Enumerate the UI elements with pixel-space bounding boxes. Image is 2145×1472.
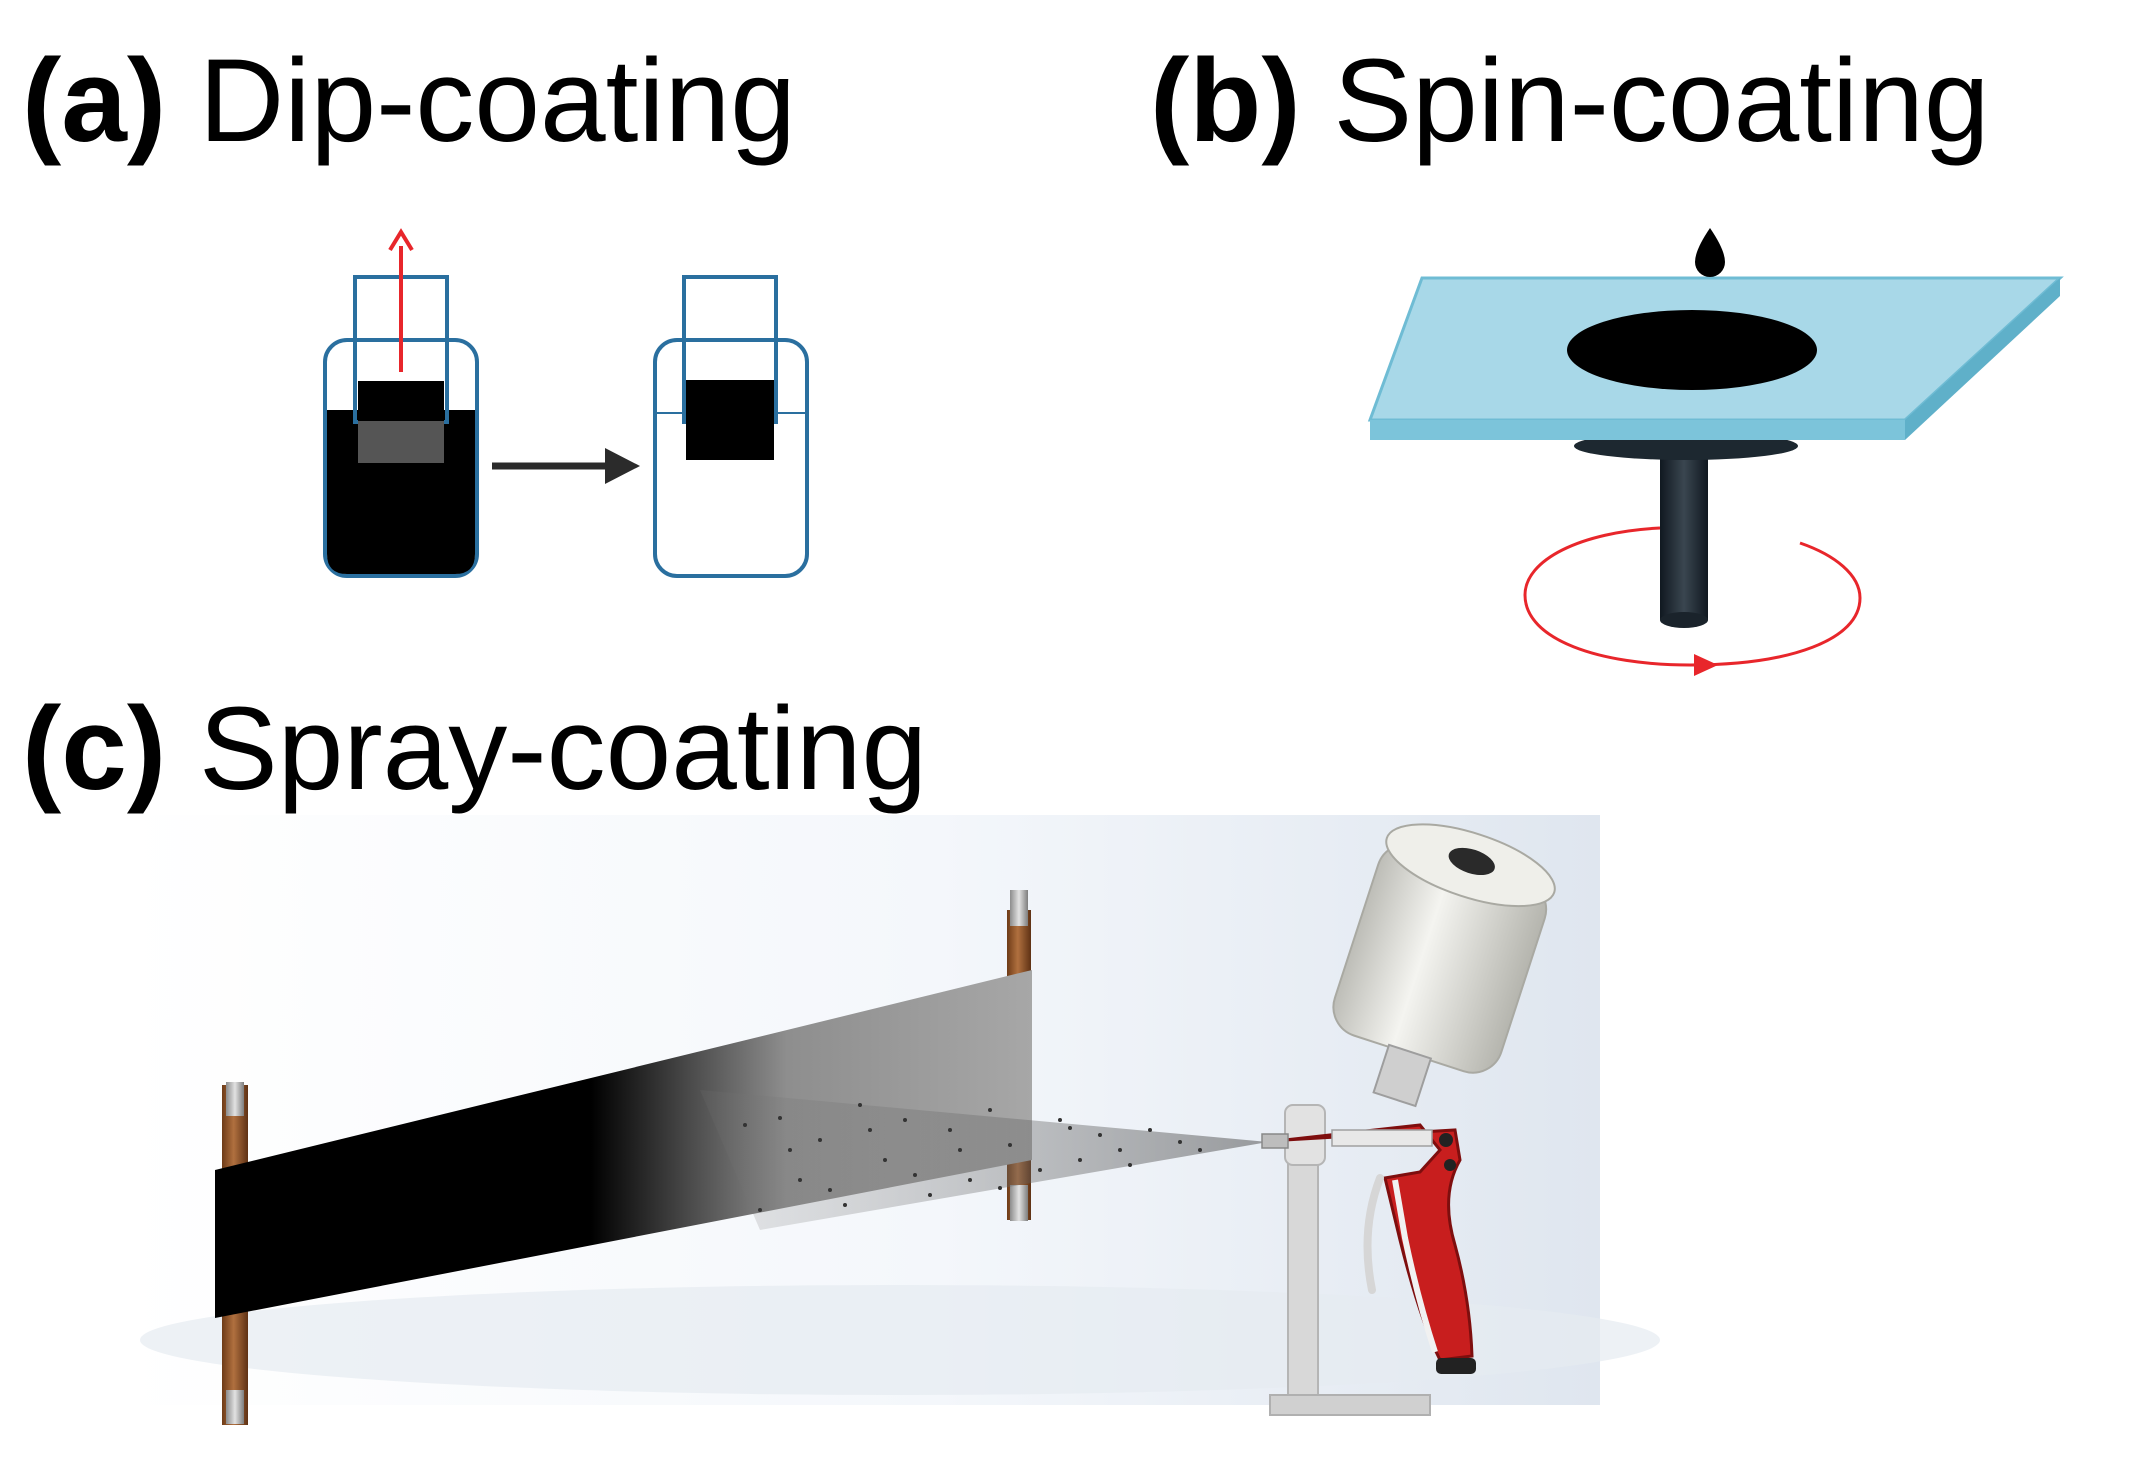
panel-a-title: Dip-coating: [199, 35, 796, 167]
panel-a-letter: (a): [22, 35, 167, 167]
gun-stand-base: [1269, 1394, 1431, 1416]
spray-gun-air-inlet: [1436, 1358, 1476, 1374]
spray-gun-knob-top: [1439, 1133, 1453, 1147]
spray-gun-knob-side: [1444, 1159, 1456, 1171]
roller-left-cap-top: [226, 1082, 244, 1116]
panel-b-title: Spin-coating: [1333, 35, 1990, 167]
spray-gun-nozzle: [1261, 1133, 1289, 1149]
spray-cone: [700, 1090, 1268, 1230]
roller-right-cap-bottom: [1010, 1185, 1028, 1221]
panel-b-label: (b) Spin-coating: [1150, 42, 1989, 160]
spray-gun-body: [1284, 1123, 1474, 1362]
spin-film: [1567, 310, 1817, 390]
roller-left-cap-bottom: [226, 1390, 244, 1424]
panel-a-label: (a) Dip-coating: [22, 42, 796, 160]
spin-substrate-front-edge: [1370, 420, 1905, 440]
panel-c-letter: (c): [22, 683, 167, 815]
spin-shaft-base: [1660, 612, 1708, 628]
spin-coating-diagram: [1367, 228, 2064, 676]
rotation-arrow-head: [1694, 654, 1718, 676]
coated-film: [215, 970, 1032, 1318]
panel-c-title: Spray-coating: [199, 683, 928, 815]
panel-b-letter: (b): [1150, 35, 1301, 167]
process-arrow-head: [605, 448, 640, 484]
dip-substrate-immersed: [358, 421, 444, 463]
spray-coating-diagram: [125, 815, 1660, 1425]
floor-shadow: [140, 1285, 1660, 1395]
droplet-icon: [1695, 228, 1725, 277]
paint-cup: [1332, 823, 1556, 1108]
spin-substrate-side-edge: [1905, 278, 2060, 440]
roller-right-cap-top: [1010, 890, 1028, 926]
spin-shaft: [1660, 440, 1708, 620]
lift-arrow-head: [388, 228, 414, 252]
spray-gun-grip-highlight: [1392, 1179, 1438, 1353]
spray-gun-barrel-band: [1331, 1129, 1433, 1147]
dip-coating-diagram: [323, 228, 809, 578]
spray-gun-trigger: [1363, 1174, 1384, 1294]
spray-particles: [743, 1103, 1202, 1212]
rotation-arrow: [1523, 526, 1862, 667]
panel-c-label: (c) Spray-coating: [22, 690, 927, 808]
dip-coated-substrate: [686, 380, 774, 460]
